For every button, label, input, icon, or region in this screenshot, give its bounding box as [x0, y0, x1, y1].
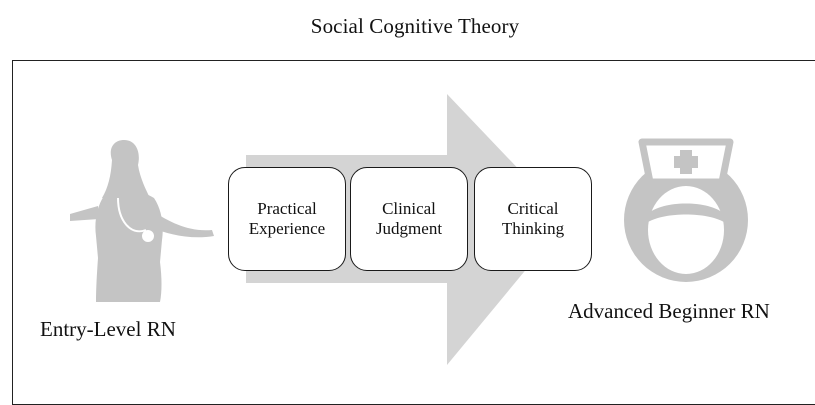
- nurse-cap-face-icon: [624, 138, 748, 282]
- stage-label-line2: Judgment: [375, 219, 443, 238]
- advanced-beginner-rn-label: Advanced Beginner RN: [568, 299, 770, 323]
- stethoscope-icon: [117, 197, 154, 242]
- entry-level-rn-label: Entry-Level RN: [40, 317, 176, 341]
- nurse-with-stethoscope-icon: [70, 140, 214, 302]
- stage-label-line1: Critical: [507, 199, 559, 218]
- stage-box-practical-experience: Practical Experience: [228, 167, 346, 271]
- diagram-title: Social Cognitive Theory: [310, 14, 520, 38]
- stage-label-line1: Practical: [257, 199, 317, 218]
- stage-label-line2: Experience: [248, 219, 326, 238]
- stage-box-critical-thinking: Critical Thinking: [474, 167, 592, 271]
- stage-box-clinical-judgment: Clinical Judgment: [350, 167, 468, 271]
- stage-label-line2: Thinking: [501, 219, 565, 238]
- stage-label-line1: Clinical: [382, 199, 436, 218]
